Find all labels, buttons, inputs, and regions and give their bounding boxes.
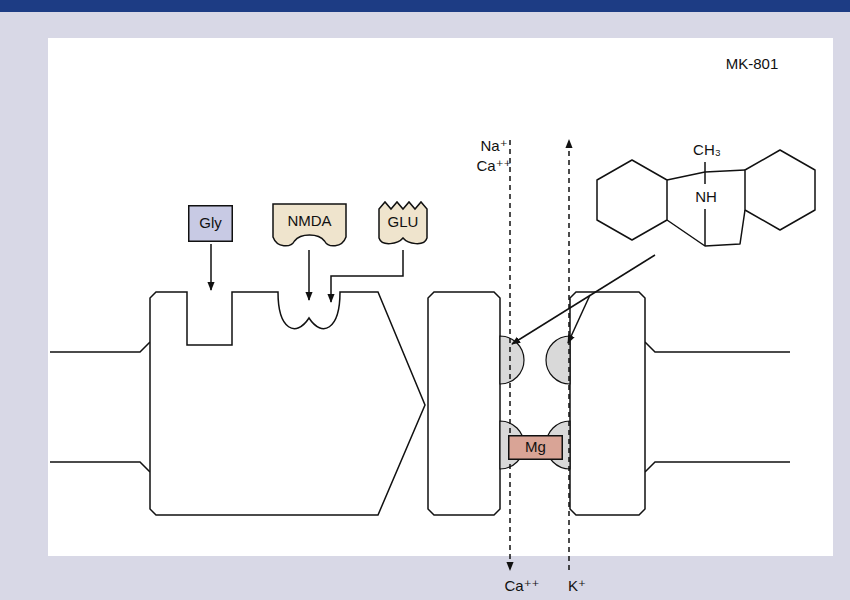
nmda-ligand: NMDA (272, 203, 347, 249)
ion-label: Ca⁺⁺ (504, 578, 539, 595)
node-label: GLU (388, 214, 419, 231)
white-panel (48, 38, 833, 556)
node-shape (273, 204, 346, 246)
mk801-arrows (512, 255, 655, 344)
channel-wall-right (570, 292, 645, 515)
drug-name: MK-801 (726, 56, 779, 73)
amine-group: NH (695, 189, 717, 206)
node-label: Mg (525, 439, 546, 456)
ion-label: Na⁺ (480, 138, 507, 155)
node-label: Gly (199, 215, 222, 232)
node-label: NMDA (287, 213, 331, 230)
glycine-ligand: Gly (188, 205, 233, 242)
top-band (0, 0, 850, 12)
magnesium-block: Mg (508, 435, 563, 460)
node-shape (379, 202, 427, 244)
glutamate-ligand: GLU (378, 201, 428, 248)
ion-label: Ca⁺⁺ (476, 158, 511, 175)
ion-label: K⁺ (568, 578, 586, 595)
ligand-arrows (211, 244, 403, 302)
ion-flow-arrows (510, 140, 569, 570)
methyl-group: CH₃ (693, 142, 721, 159)
receptor-body (150, 292, 425, 515)
mk801-structure (597, 150, 815, 246)
node-shape (509, 436, 563, 460)
node-shape (189, 206, 233, 242)
channel-wall-left (428, 292, 500, 515)
